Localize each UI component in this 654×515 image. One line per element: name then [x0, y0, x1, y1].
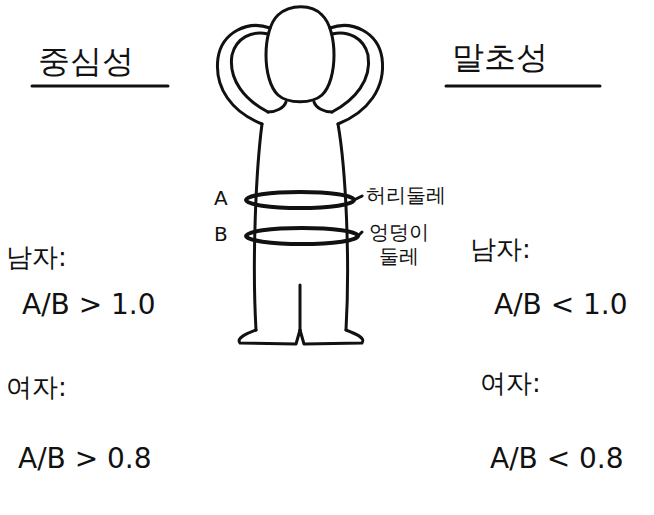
left-foot	[239, 330, 300, 344]
title-underline	[32, 85, 168, 88]
ratio-condition: A/B > 1.0	[22, 288, 156, 322]
leader-line	[354, 196, 362, 200]
leader-line	[358, 232, 362, 236]
right-arm	[332, 33, 369, 112]
sex-label: 남자:	[470, 234, 531, 265]
ratio-condition: A/B < 0.8	[490, 442, 624, 476]
ratio-condition: A/B < 1.0	[494, 288, 628, 322]
sex-label: 여자:	[480, 368, 541, 399]
left-arm	[231, 33, 268, 112]
ratio-condition: A/B > 0.8	[18, 442, 152, 476]
section-heading: 중심성	[38, 42, 134, 80]
left-arm	[217, 26, 270, 124]
torso	[254, 124, 262, 330]
sex-label: 여자:	[6, 372, 67, 403]
leg-line	[299, 285, 302, 330]
ring-letter: A	[214, 186, 228, 210]
head	[266, 7, 334, 102]
torso	[338, 124, 348, 330]
sex-label: 남자:	[6, 242, 67, 273]
waist-ring	[246, 192, 354, 208]
ring-letter: B	[214, 222, 228, 246]
ring-label: 허리둘레	[366, 183, 446, 207]
hip-ring	[246, 228, 358, 244]
right-foot	[300, 330, 363, 344]
ring-label: 엉덩이 둘레	[366, 220, 432, 268]
right-arm	[330, 26, 383, 124]
neck	[314, 102, 332, 112]
title-underline	[446, 85, 600, 88]
section-heading: 말초성	[452, 38, 548, 76]
neck	[268, 102, 286, 112]
